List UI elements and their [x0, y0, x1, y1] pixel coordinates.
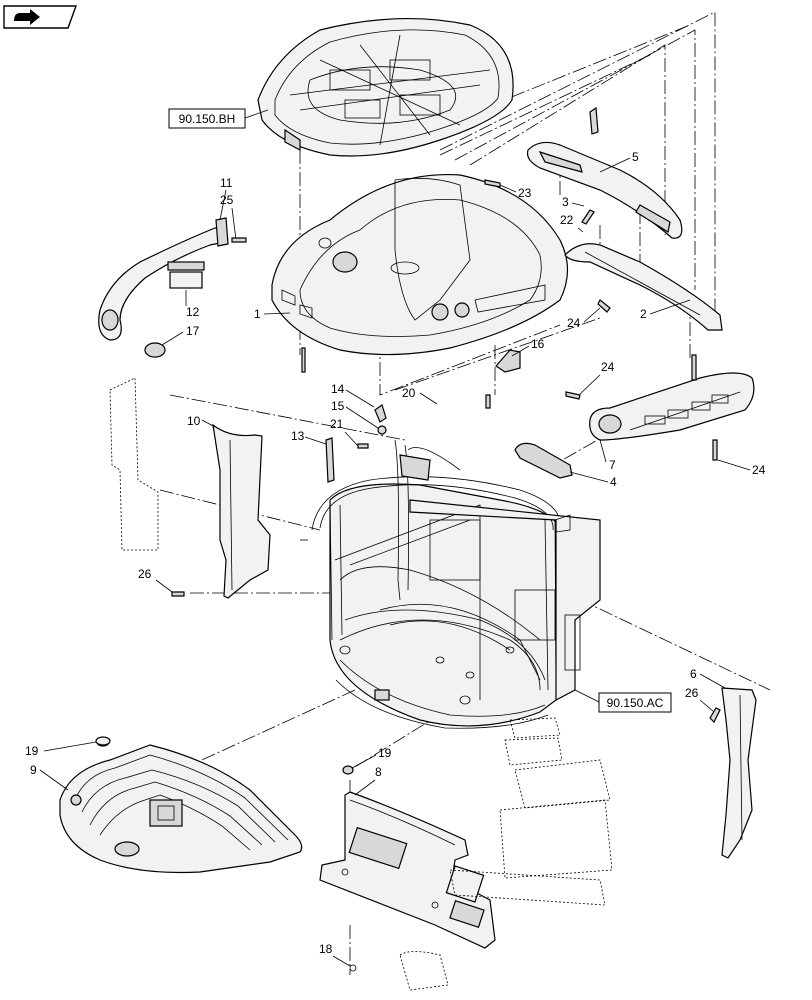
callout-6: 6 [690, 667, 697, 681]
callout-23: 23 [518, 186, 532, 200]
callout-12: 12 [186, 305, 200, 319]
clip-part-16 [495, 349, 521, 373]
callout-3: 3 [562, 195, 569, 209]
callout-11: 11 [220, 176, 233, 190]
pad-part-12 [167, 261, 205, 289]
callout-25: 25 [220, 193, 234, 207]
clip-part-14 [374, 404, 387, 423]
callout-24-lower-right: 24 [752, 463, 766, 477]
callout-16: 16 [531, 337, 545, 351]
post-trim-part-10 [212, 423, 271, 599]
callout-5: 5 [632, 150, 639, 164]
roof-assembly [257, 18, 514, 157]
callout-26-left: 26 [138, 567, 152, 581]
callout-19-left: 19 [25, 744, 39, 758]
next-page-arrow-icon[interactable] [3, 5, 77, 29]
headliner-part-1 [271, 173, 569, 356]
callout-24-mid: 24 [567, 316, 581, 330]
callout-19-right: 19 [378, 746, 392, 760]
trim-part-4 [514, 442, 573, 479]
trim-part-5 [526, 141, 683, 239]
fastener-part-19-left [95, 736, 111, 746]
cab-frame [300, 439, 601, 729]
callout-15: 15 [331, 399, 345, 413]
grab-handle-part-11 [98, 217, 229, 341]
callout-24-upper-right: 24 [601, 360, 615, 374]
trim-part-7 [589, 372, 755, 441]
callout-18: 18 [319, 942, 333, 956]
fastener-part-19-right [342, 765, 354, 775]
trim-part-2 [564, 243, 723, 331]
callout-17: 17 [186, 324, 200, 338]
callout-4: 4 [610, 475, 617, 489]
rear-panel-part-8 [319, 791, 496, 949]
callout-10: 10 [187, 414, 201, 428]
cap-part-17 [144, 342, 166, 358]
cab-ref-label: 90.150.AC [607, 696, 664, 710]
clip-part-13 [325, 437, 335, 483]
callout-14: 14 [331, 382, 345, 396]
callout-13: 13 [291, 429, 305, 443]
callout-2: 2 [640, 307, 647, 321]
fastener-part-18 [349, 964, 357, 972]
callout-8: 8 [375, 765, 382, 779]
callout-20: 20 [402, 386, 416, 400]
callout-1: 1 [254, 307, 261, 321]
callout-22: 22 [560, 213, 574, 227]
clip-part-15 [377, 425, 387, 435]
floor-mat-part-9 [59, 737, 303, 874]
screws [171, 106, 721, 724]
roof-ref-label: 90.150.BH [179, 112, 236, 126]
callout-7: 7 [609, 458, 616, 472]
callout-21: 21 [330, 417, 344, 431]
callouts: 1 2 3 4 5 6 7 8 9 10 11 12 17 13 14 15 2 [25, 150, 766, 967]
trim-panel-part-6 [721, 687, 757, 859]
clip-part-25 [231, 237, 247, 243]
insulation-pieces [399, 717, 613, 991]
cab-ref-box[interactable]: 90.150.AC [574, 689, 672, 713]
callout-9: 9 [30, 763, 37, 777]
roof-ref-box[interactable]: 90.150.BH [168, 108, 269, 129]
callout-26-right: 26 [685, 686, 699, 700]
post-panel-phantom [109, 377, 159, 551]
